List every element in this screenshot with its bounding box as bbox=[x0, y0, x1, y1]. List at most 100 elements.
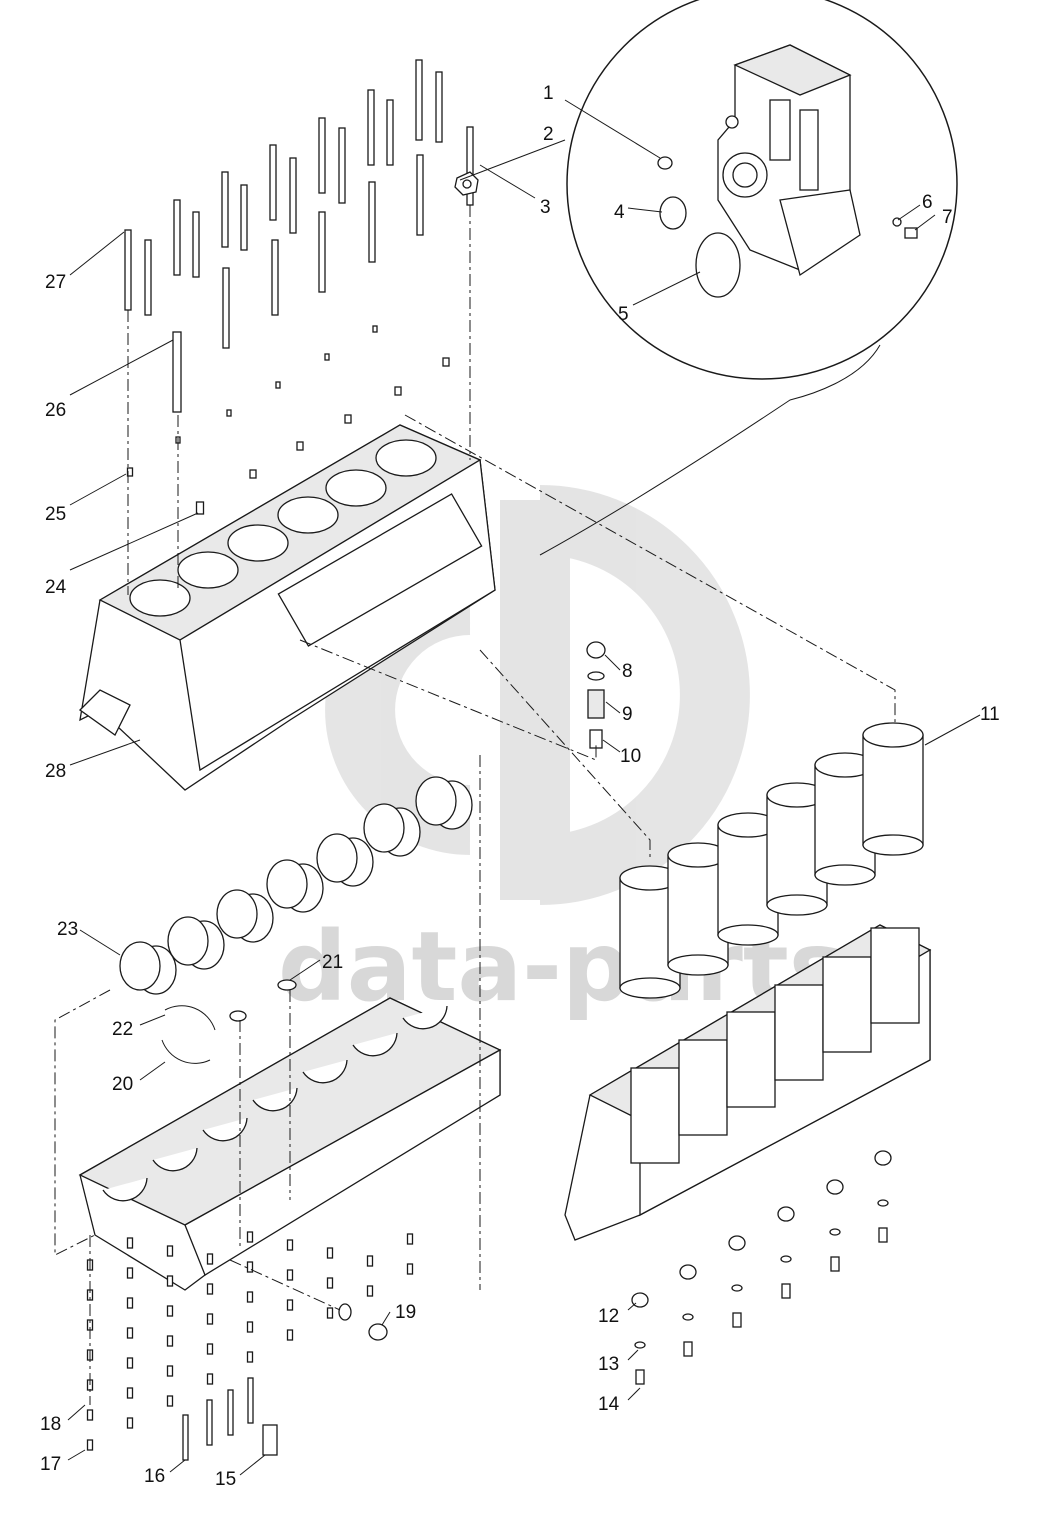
bearing-shell bbox=[316, 833, 374, 887]
stud bbox=[271, 239, 279, 316]
callout-13: 13 bbox=[598, 1354, 619, 1375]
dowel bbox=[226, 409, 232, 417]
bolt bbox=[166, 1365, 174, 1377]
callout-28: 28 bbox=[45, 761, 66, 782]
liner-bottom bbox=[862, 834, 924, 856]
bolt bbox=[246, 1231, 254, 1243]
cylinder-bore bbox=[129, 579, 191, 617]
dowel bbox=[275, 381, 281, 389]
bolt bbox=[126, 1357, 134, 1369]
o-ring-small bbox=[229, 1010, 247, 1022]
long-stud-26 bbox=[172, 331, 182, 413]
long-bolts-16 bbox=[182, 1377, 254, 1461]
callout-3: 3 bbox=[540, 197, 551, 218]
bolt bbox=[86, 1439, 94, 1451]
stud bbox=[240, 184, 248, 251]
main-bearing-saddle bbox=[252, 1087, 298, 1112]
block-bores bbox=[129, 439, 437, 617]
dowel bbox=[394, 386, 402, 396]
cylinder-bore bbox=[227, 524, 289, 562]
main-bearing-saddle bbox=[152, 1147, 198, 1172]
leader-lines bbox=[67, 99, 981, 1476]
bearing-shell bbox=[266, 859, 324, 913]
callout-4: 4 bbox=[614, 202, 625, 223]
bolt bbox=[246, 1291, 254, 1303]
callout-16: 16 bbox=[144, 1466, 165, 1487]
main-bearing-saddle bbox=[102, 1177, 148, 1202]
bolt bbox=[326, 1307, 334, 1319]
dowel bbox=[372, 325, 378, 333]
bearing-shell bbox=[363, 803, 421, 857]
washer bbox=[634, 1341, 646, 1349]
stud bbox=[368, 181, 376, 263]
callout-25: 25 bbox=[45, 504, 66, 525]
callout-2: 2 bbox=[543, 124, 554, 145]
bolt bbox=[406, 1263, 414, 1275]
callout-26: 26 bbox=[45, 400, 66, 421]
stud bbox=[192, 211, 200, 278]
shell-face bbox=[119, 941, 161, 991]
bolt bbox=[366, 1285, 374, 1297]
callout-18: 18 bbox=[40, 1414, 61, 1435]
shell-face bbox=[167, 916, 209, 966]
washer bbox=[682, 1313, 694, 1321]
stud bbox=[415, 59, 423, 141]
frame-liner bbox=[870, 927, 920, 1024]
shell-face bbox=[415, 776, 457, 826]
main-bearing-shells bbox=[119, 776, 473, 995]
callout-8: 8 bbox=[622, 661, 633, 682]
plug-19 bbox=[338, 1303, 388, 1341]
bolt bbox=[366, 1255, 374, 1267]
screw bbox=[878, 1227, 888, 1243]
liner-bottom bbox=[667, 954, 729, 976]
stud bbox=[173, 199, 181, 276]
bolt bbox=[206, 1343, 214, 1355]
screw bbox=[635, 1369, 645, 1385]
bolt bbox=[126, 1297, 134, 1309]
engine-block bbox=[78, 424, 496, 791]
callout-14: 14 bbox=[598, 1394, 620, 1415]
liner-bottom bbox=[619, 977, 681, 999]
callout-20: 20 bbox=[112, 1074, 133, 1095]
shell-face bbox=[363, 803, 405, 853]
screw bbox=[683, 1341, 693, 1357]
stud bbox=[318, 211, 326, 293]
callout-6: 6 bbox=[922, 192, 933, 213]
bolt bbox=[206, 1253, 214, 1265]
callout-7: 7 bbox=[942, 207, 953, 228]
washer bbox=[731, 1284, 743, 1292]
bolt bbox=[126, 1267, 134, 1279]
screw bbox=[781, 1283, 791, 1299]
bearing-shell bbox=[216, 889, 274, 943]
shell-face bbox=[216, 889, 258, 939]
cylinder-bore bbox=[277, 496, 339, 534]
callout-23: 23 bbox=[57, 919, 78, 940]
callout-17: 17 bbox=[40, 1454, 61, 1475]
cylinder-bore bbox=[375, 439, 437, 477]
frame-liner bbox=[630, 1067, 680, 1164]
washer-6 bbox=[892, 217, 902, 227]
nozzle bbox=[679, 1264, 697, 1280]
oil-valve-assembly bbox=[586, 641, 606, 749]
callout-labels: 1 2 3 4 5 6 7 8 9 10 11 12 13 14 15 16 1… bbox=[40, 83, 1000, 1490]
washer bbox=[829, 1228, 841, 1236]
bolt bbox=[326, 1277, 334, 1289]
callout-22: 22 bbox=[112, 1019, 133, 1040]
stud bbox=[289, 157, 297, 234]
oil-seal-5 bbox=[695, 232, 741, 298]
dowel bbox=[344, 414, 352, 424]
frame-liner bbox=[678, 1039, 728, 1136]
callout-10: 10 bbox=[620, 746, 641, 767]
bolt bbox=[126, 1417, 134, 1429]
bolt bbox=[286, 1269, 294, 1281]
bolt bbox=[286, 1299, 294, 1311]
main-bearing-saddle bbox=[302, 1059, 348, 1084]
nozzle bbox=[874, 1150, 892, 1166]
screw bbox=[830, 1256, 840, 1272]
nozzle bbox=[826, 1179, 844, 1195]
callout-12: 12 bbox=[598, 1306, 619, 1327]
sleeve-15 bbox=[262, 1424, 278, 1456]
stud bbox=[269, 144, 277, 221]
rear-gear-housing bbox=[717, 44, 861, 277]
stud bbox=[221, 171, 229, 248]
